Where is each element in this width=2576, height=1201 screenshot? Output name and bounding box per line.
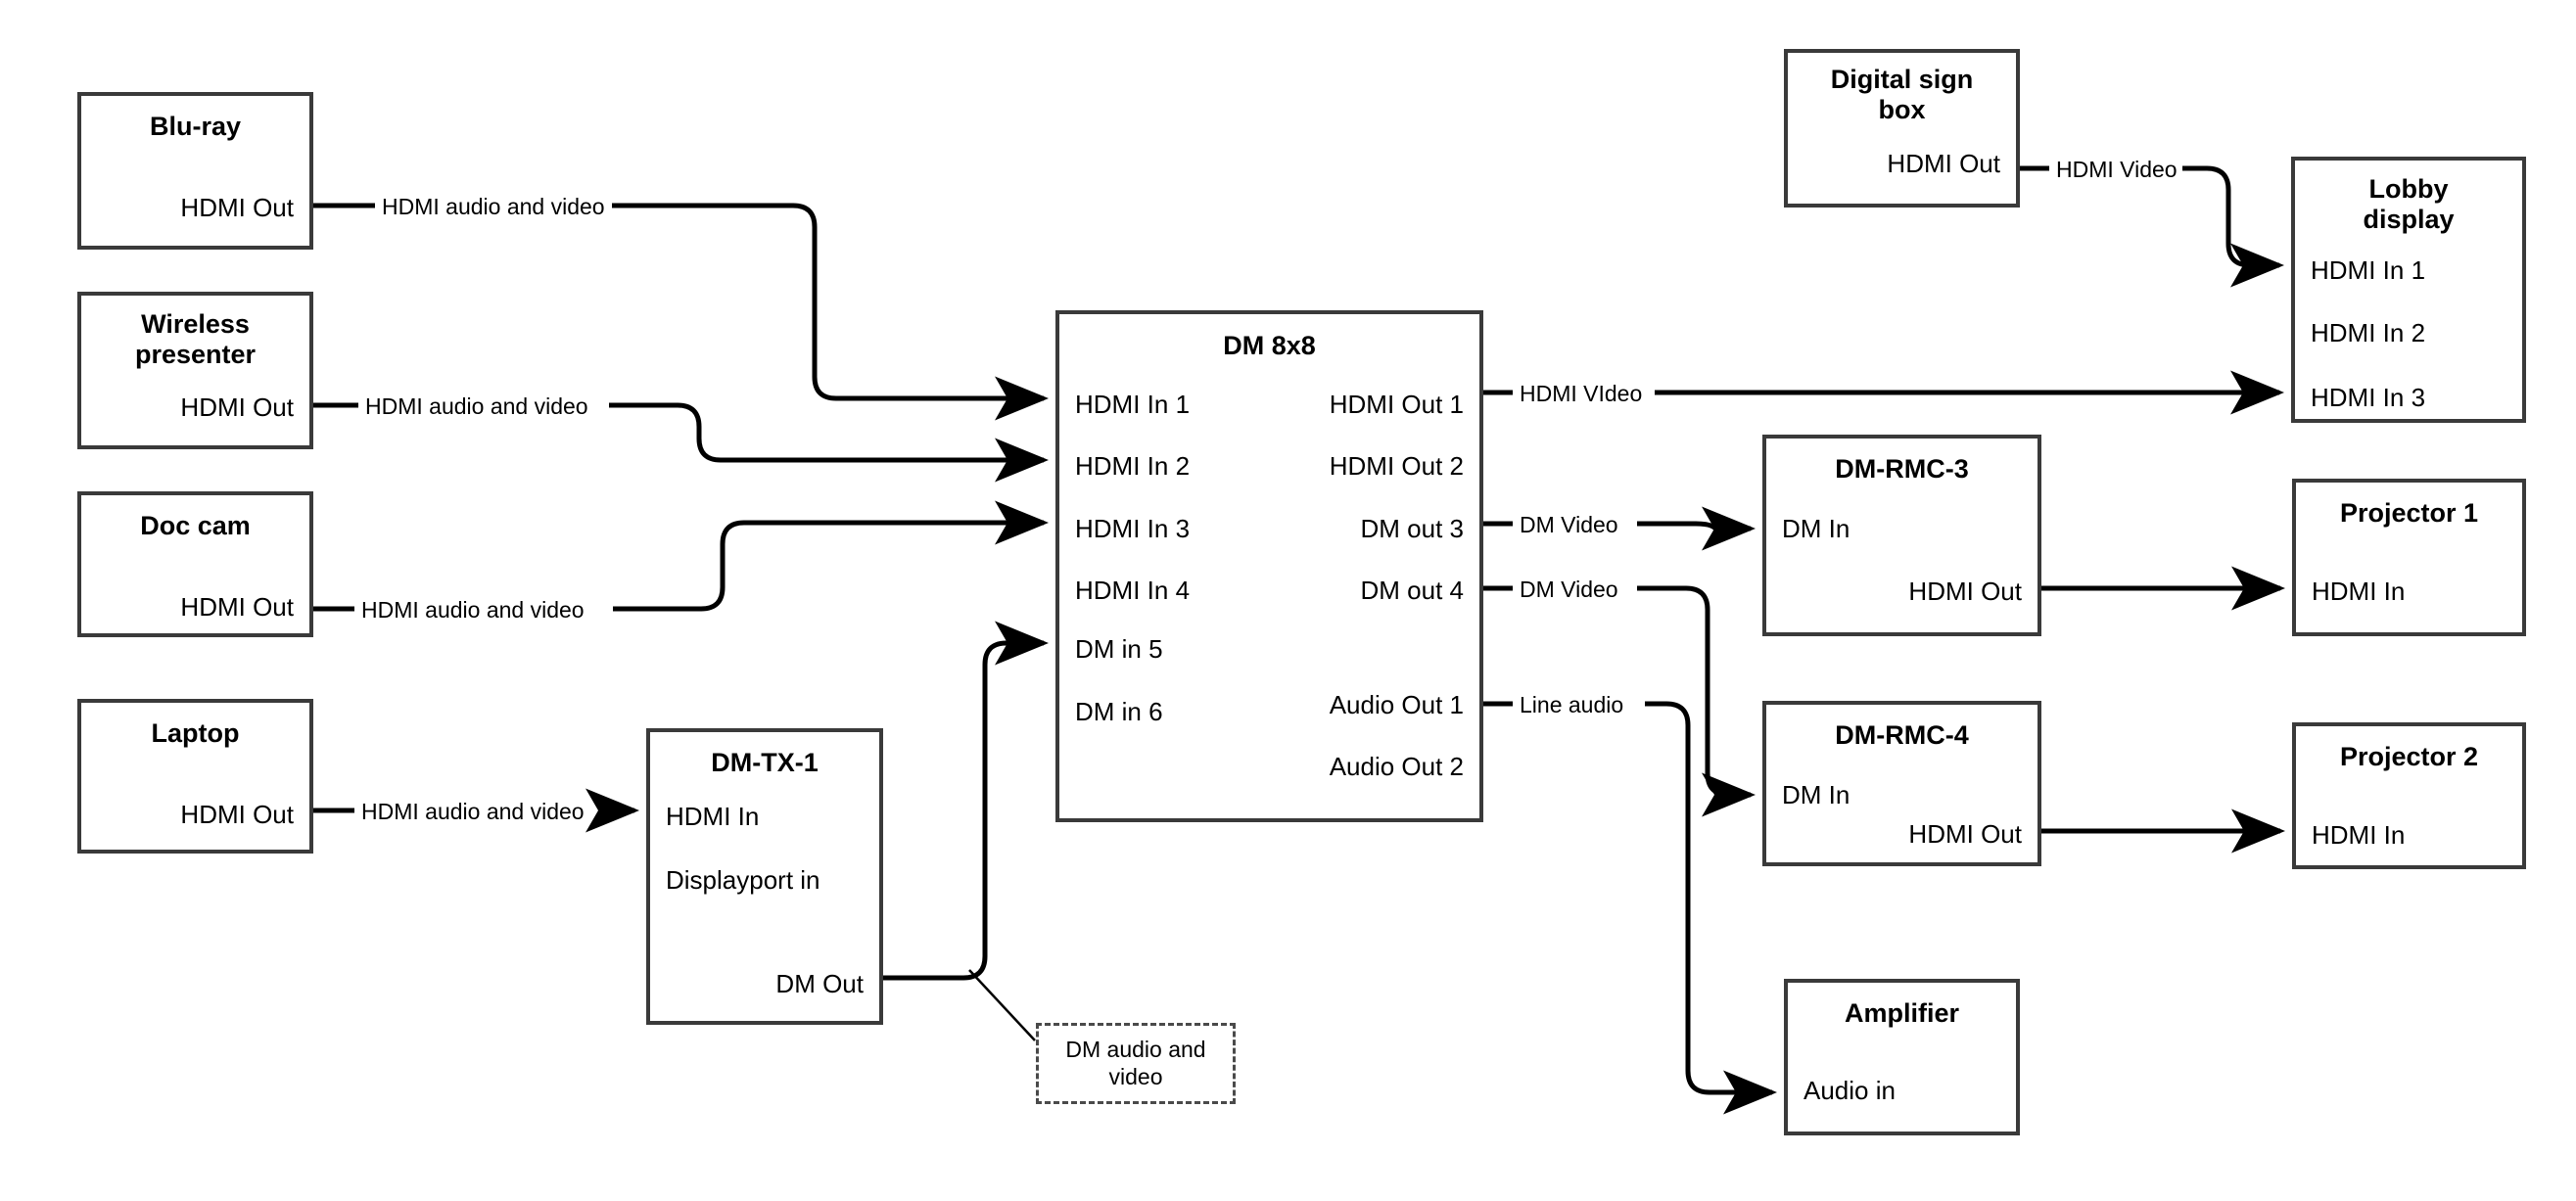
node-digital-sign-box-port-hdmi-out[interactable]: HDMI Out [1887, 149, 2000, 178]
node-dm-8x8-input-hdmi-in-4[interactable]: HDMI In 4 [1075, 576, 1191, 605]
node-lobby-display-port-hdmi-in-1[interactable]: HDMI In 1 [2311, 255, 2426, 285]
label-laptop-to-dmtx1: HDMI audio and video [356, 801, 589, 823]
node-dm-rmc-3[interactable]: DM-RMC-3 DM In HDMI Out [1762, 435, 2041, 636]
node-dm-tx-1-port-hdmi-in[interactable]: HDMI In [666, 802, 760, 831]
node-projector-1[interactable]: Projector 1 HDMI In [2292, 479, 2526, 636]
wire-sign-to-lobby [2020, 165, 2279, 265]
node-laptop[interactable]: Laptop HDMI Out [77, 699, 313, 854]
node-dm-8x8-output-audio-out-2[interactable]: Audio Out 2 [1329, 752, 1464, 781]
node-amplifier-title: Amplifier [1844, 998, 1960, 1028]
node-wireless-presenter-port-hdmi-out[interactable]: HDMI Out [180, 393, 294, 422]
node-dm-8x8-input-hdmi-in-2[interactable]: HDMI In 2 [1075, 451, 1191, 481]
node-lobby-display-port-hdmi-in-3[interactable]: HDMI In 3 [2311, 383, 2426, 412]
node-wireless-presenter[interactable]: Wireless presenter HDMI Out [77, 292, 313, 449]
node-amplifier[interactable]: Amplifier Audio in [1784, 979, 2020, 1135]
wire-callout-leader [968, 969, 1036, 1041]
node-dm-8x8-title: DM 8x8 [1223, 331, 1316, 360]
wire-dm8x8-to-dmrmc3 [1483, 517, 1751, 533]
node-projector-2-title: Projector 2 [2339, 742, 2479, 771]
label-wireless-to-dm8x8: HDMI audio and video [360, 395, 593, 418]
node-digital-sign-box-title-line1: Digital sign [1830, 65, 1974, 94]
callout-dm-audio-and-video: DM audio and video [1036, 1023, 1236, 1104]
node-wireless-presenter-title-line2: presenter [134, 340, 257, 370]
node-dm-8x8-output-hdmi-out-1[interactable]: HDMI Out 1 [1329, 390, 1464, 419]
node-doc-cam-title: Doc cam [140, 511, 251, 540]
node-lobby-display-title-line2: display [2363, 205, 2455, 235]
node-bluray[interactable]: Blu-ray HDMI Out [77, 92, 313, 250]
node-doc-cam-port-hdmi-out[interactable]: HDMI Out [180, 592, 294, 622]
label-dm8x8-to-dmrmc4: DM Video [1515, 578, 1623, 601]
wire-dmtx1-to-dm8x8 [883, 621, 1049, 981]
label-sign-to-lobby: HDMI Video [2051, 159, 2182, 181]
node-dm-rmc-4-port-hdmi-out[interactable]: HDMI Out [1908, 819, 2022, 849]
node-wireless-presenter-title-line1: Wireless [141, 309, 250, 339]
node-bluray-port-hdmi-out[interactable]: HDMI Out [180, 193, 294, 222]
node-laptop-port-hdmi-out[interactable]: HDMI Out [180, 800, 294, 829]
node-dm-rmc-3-title: DM-RMC-3 [1835, 454, 1969, 484]
node-projector-1-port-hdmi-in[interactable]: HDMI In [2312, 577, 2406, 606]
node-doc-cam[interactable]: Doc cam HDMI Out [77, 491, 313, 637]
node-projector-2[interactable]: Projector 2 HDMI In [2292, 722, 2526, 869]
node-projector-1-title: Projector 1 [2339, 498, 2479, 528]
node-dm-8x8-output-hdmi-out-2[interactable]: HDMI Out 2 [1329, 451, 1464, 481]
node-dm-8x8-output-dm-out-4[interactable]: DM out 4 [1360, 576, 1465, 605]
node-dm-8x8-output-audio-out-1[interactable]: Audio Out 1 [1329, 690, 1464, 719]
wire-wireless-to-dm8x8 [313, 402, 1044, 460]
label-dm8x8-to-amplifier: Line audio [1515, 694, 1629, 716]
label-bluray-to-dm8x8: HDMI audio and video [377, 196, 610, 218]
node-dm-tx-1-port-displayport-in[interactable]: Displayport in [666, 865, 820, 895]
node-laptop-title: Laptop [151, 718, 240, 748]
node-dm-rmc-4-port-dm-in[interactable]: DM In [1782, 780, 1850, 809]
node-dm-rmc-4-title: DM-RMC-4 [1835, 720, 1969, 750]
label-dm8x8-to-dmrmc3: DM Video [1515, 514, 1623, 536]
node-dm-tx-1[interactable]: DM-TX-1 HDMI In Displayport in DM Out [646, 728, 883, 1025]
node-digital-sign-box-title-line2: box [1878, 95, 1926, 125]
wire-bluray-to-dm8x8 [313, 203, 1044, 398]
node-dm-8x8-input-dm-in-5[interactable]: DM in 5 [1075, 634, 1163, 664]
node-projector-2-port-hdmi-in[interactable]: HDMI In [2312, 820, 2406, 850]
node-digital-sign-box[interactable]: Digital sign box HDMI Out [1784, 49, 2020, 208]
node-dm-8x8-input-hdmi-in-3[interactable]: HDMI In 3 [1075, 514, 1191, 543]
node-lobby-display[interactable]: Lobby display HDMI In 1 HDMI In 2 HDMI I… [2291, 157, 2526, 423]
node-lobby-display-title-line1: Lobby [2368, 174, 2449, 204]
node-dm-tx-1-port-dm-out[interactable]: DM Out [775, 969, 864, 998]
node-amplifier-port-audio-in[interactable]: Audio in [1803, 1076, 1896, 1105]
node-dm-8x8-input-hdmi-in-1[interactable]: HDMI In 1 [1075, 390, 1191, 419]
node-dm-rmc-3-port-hdmi-out[interactable]: HDMI Out [1908, 577, 2022, 606]
node-lobby-display-port-hdmi-in-2[interactable]: HDMI In 2 [2311, 318, 2426, 347]
wire-dm8x8-to-amplifier [1483, 701, 1772, 1092]
wire-dm8x8-to-dmrmc4 [1483, 585, 1751, 795]
callout-dm-audio-and-video-text: DM audio and video [1065, 1036, 1206, 1089]
label-dm8x8-to-lobby: HDMI VIdeo [1515, 383, 1648, 405]
node-dm-8x8[interactable]: DM 8x8 HDMI In 1 HDMI In 2 HDMI In 3 HDM… [1055, 310, 1483, 822]
node-bluray-title: Blu-ray [149, 112, 242, 141]
node-dm-8x8-input-dm-in-6[interactable]: DM in 6 [1075, 697, 1163, 726]
node-dm-rmc-3-port-dm-in[interactable]: DM In [1782, 514, 1850, 543]
node-dm-rmc-4[interactable]: DM-RMC-4 DM In HDMI Out [1762, 701, 2041, 866]
wire-doccam-to-dm8x8 [313, 523, 1044, 612]
label-doccam-to-dm8x8: HDMI audio and video [356, 599, 589, 622]
node-dm-tx-1-title: DM-TX-1 [711, 748, 819, 777]
node-dm-8x8-output-dm-out-3[interactable]: DM out 3 [1360, 514, 1465, 543]
